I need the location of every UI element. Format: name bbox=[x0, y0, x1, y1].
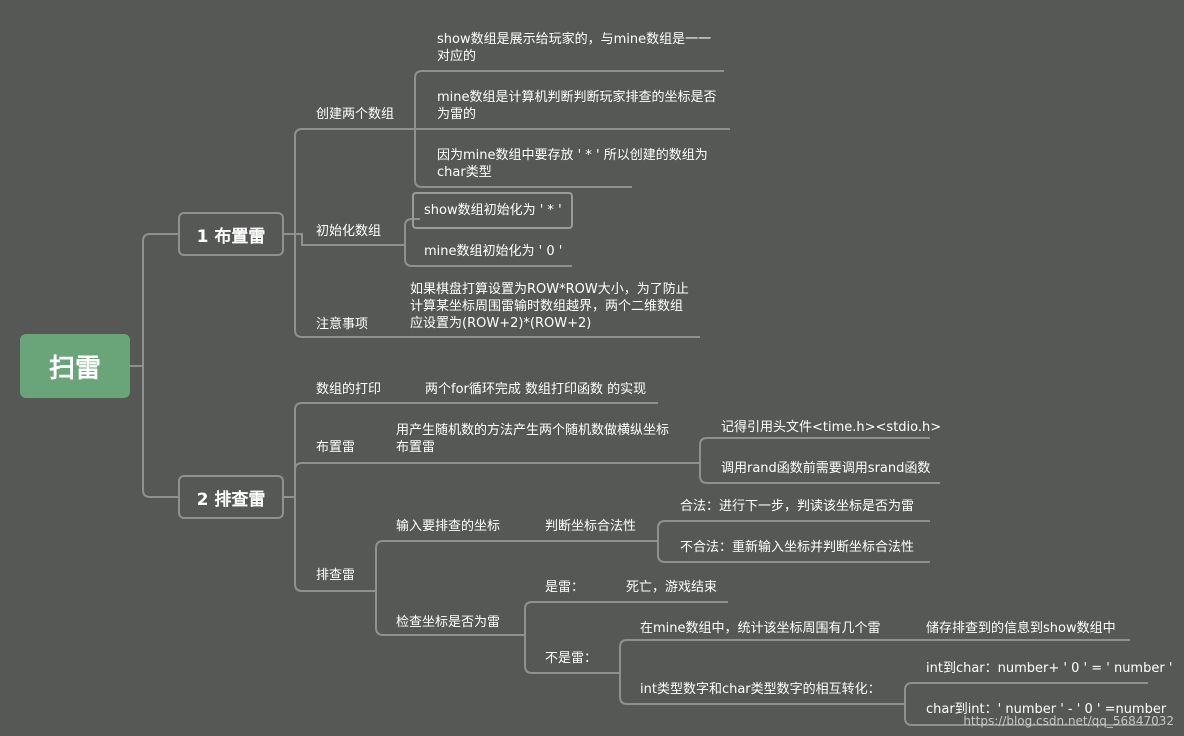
node-show-init[interactable]: show数组初始化为 ' * ' bbox=[424, 203, 562, 218]
node-show-array-desc[interactable]: show数组是展示给玩家的，与mine数组是一一 对应的 bbox=[437, 32, 712, 64]
node-is-mine[interactable]: 是雷： bbox=[545, 580, 585, 595]
node-check-mines[interactable]: 2 排查雷 bbox=[178, 475, 284, 519]
watermark: https://blog.csdn.net/qq_56847032 bbox=[963, 714, 1174, 728]
node-check[interactable]: 排查雷 bbox=[316, 568, 356, 583]
node-legal[interactable]: 合法：进行下一步，判读该坐标是否为雷 bbox=[680, 499, 915, 514]
node-store-info[interactable]: 储存排查到的信息到show数组中 bbox=[926, 621, 1116, 636]
node-game-over[interactable]: 死亡，游戏结束 bbox=[626, 580, 718, 595]
node-srand-note[interactable]: 调用rand函数前需要调用srand函数 bbox=[721, 461, 931, 476]
node-mine-init[interactable]: mine数组初始化为 ' 0 ' bbox=[424, 244, 563, 259]
node-print-desc[interactable]: 两个for循环完成 数组打印函数 的实现 bbox=[425, 382, 647, 397]
root-node[interactable]: 扫雷 bbox=[20, 334, 130, 398]
node-type-conversion[interactable]: int类型数字和char类型数字的相互转化： bbox=[640, 682, 881, 697]
node-is-mine-check[interactable]: 检查坐标是否为雷 bbox=[396, 615, 501, 630]
node-create-arrays[interactable]: 创建两个数组 bbox=[316, 107, 395, 122]
node-place-mines[interactable]: 1 布置雷 bbox=[178, 212, 284, 256]
node-count-mines[interactable]: 在mine数组中，统计该坐标周围有几个雷 bbox=[640, 621, 881, 636]
node-int-to-char[interactable]: int到char：number+ ' 0 ' = ' number ' bbox=[926, 661, 1173, 676]
selection-highlight bbox=[412, 192, 573, 229]
node-input-coords[interactable]: 输入要排查的坐标 bbox=[396, 519, 501, 534]
node-set-mines[interactable]: 布置雷 bbox=[316, 440, 356, 455]
node-illegal[interactable]: 不合法：重新输入坐标并判断坐标合法性 bbox=[680, 540, 915, 555]
node-init-arrays[interactable]: 初始化数组 bbox=[316, 224, 382, 239]
node-include-headers[interactable]: 记得引用头文件<time.h><stdio.h> bbox=[721, 420, 942, 435]
node-mine-array-desc[interactable]: mine数组是计算机判断判断玩家排查的坐标是否 为雷的 bbox=[437, 90, 717, 122]
node-random-desc[interactable]: 用产生随机数的方法产生两个随机数做横纵坐标 布置雷 bbox=[396, 423, 670, 455]
node-char-to-int[interactable]: char到int：' number ' - ' 0 ' =number bbox=[926, 702, 1167, 717]
node-char-type-desc[interactable]: 因为mine数组中要存放 ' * ' 所以创建的数组为 char类型 bbox=[437, 148, 708, 180]
node-not-mine[interactable]: 不是雷： bbox=[545, 651, 598, 666]
node-print-arrays[interactable]: 数组的打印 bbox=[316, 382, 382, 397]
node-notes-text[interactable]: 如果棋盘打算设置为ROW*ROW大小，为了防止 计算某坐标周围雷输时数组越界，两… bbox=[410, 282, 689, 331]
node-notes[interactable]: 注意事项 bbox=[316, 317, 369, 332]
node-validate-coords[interactable]: 判断坐标合法性 bbox=[545, 519, 637, 534]
